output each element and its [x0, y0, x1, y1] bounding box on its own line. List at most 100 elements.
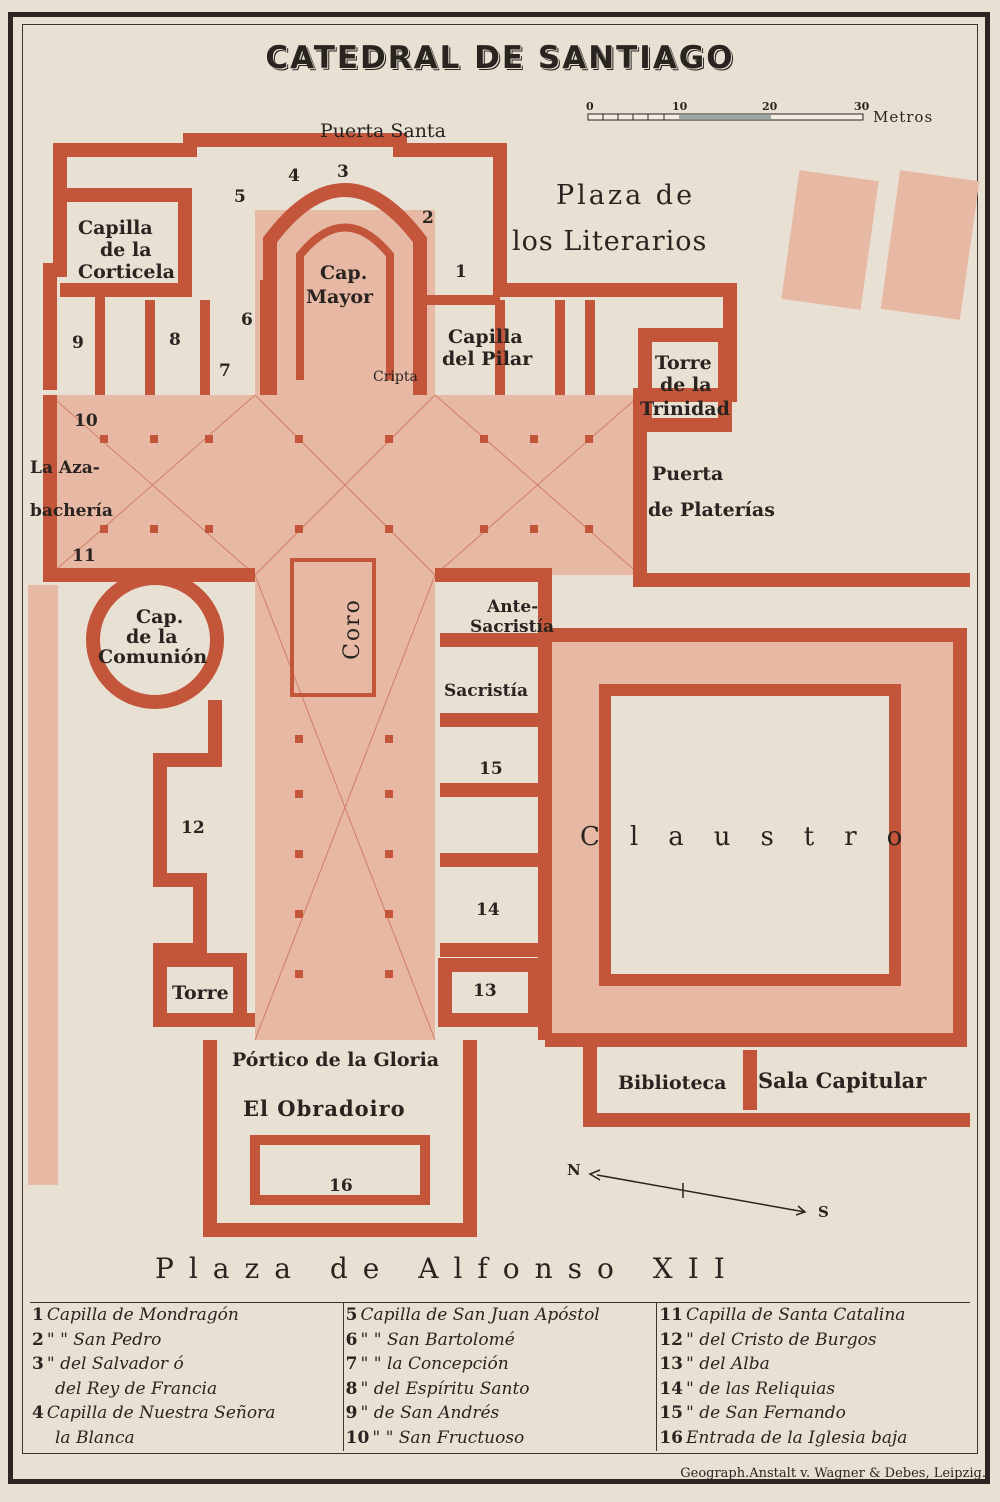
stair-16 — [250, 1135, 430, 1205]
legend-item: 2" " San Pedro — [32, 1329, 162, 1350]
east-plaza-hatch-2 — [880, 170, 980, 320]
label-antesacristia: Sacristía — [470, 617, 554, 637]
label-puerta-santa: Puerta Santa — [320, 120, 446, 142]
legend-item: 8" del Espíritu Santo — [345, 1378, 530, 1399]
chapel-number: 4 — [288, 166, 300, 186]
chapel-number: 1 — [455, 262, 467, 282]
chapel-number: 16 — [329, 1176, 353, 1196]
chapel-divisions — [95, 280, 595, 395]
label-trinidad: Trinidad — [640, 398, 730, 420]
chapel-number: 10 — [74, 411, 98, 431]
chapel-number: 3 — [337, 162, 349, 182]
west-hatch — [28, 585, 58, 1185]
corticela-wall — [60, 188, 192, 297]
chapel-number: 11 — [72, 546, 96, 566]
legend-item: 13" del Alba — [659, 1354, 770, 1374]
legend-item: 9" de San Andrés — [345, 1403, 500, 1423]
label-azabacheria: La Aza- — [30, 458, 100, 478]
sacristy-walls — [440, 633, 545, 957]
label-cripta: Cripta — [373, 369, 418, 385]
legend-item: 12" del Cristo de Burgos — [659, 1329, 877, 1350]
legend-item: la Blanca — [55, 1427, 135, 1448]
library-wall — [583, 1040, 970, 1127]
label-biblioteca: Biblioteca — [618, 1072, 727, 1094]
label-comunion: de la — [126, 626, 178, 648]
label-comunion: Cap. — [136, 606, 184, 628]
label-trinidad: Torre — [655, 352, 712, 374]
room-13 — [438, 958, 542, 1027]
label-sacristia: Sacristía — [444, 681, 528, 701]
apse-arc — [263, 183, 427, 395]
label-coro: Coro — [339, 598, 365, 660]
north-chapels-wall — [43, 133, 970, 587]
label-cap-mayor: Mayor — [306, 286, 374, 308]
scale-bar — [587, 113, 864, 121]
chapel-number: 15 — [479, 759, 503, 779]
compass-south: S — [818, 1203, 829, 1221]
chapel-number: 14 — [476, 900, 500, 920]
cloister-outer — [545, 628, 967, 1047]
torre-room — [153, 953, 247, 1027]
chapel-number: 13 — [473, 981, 497, 1001]
label-corticela: Capilla — [78, 217, 153, 239]
label-corticela: de la — [100, 239, 152, 261]
scale-tick: 10 — [672, 100, 688, 113]
chapel-number: 7 — [219, 361, 231, 381]
label-corticela: Corticela — [78, 261, 175, 283]
chapel-number: 6 — [241, 310, 253, 330]
chapel-number: 9 — [72, 333, 84, 353]
label-sala-capitular: Sala Capitular — [758, 1068, 927, 1093]
portico-wall — [203, 1040, 477, 1237]
plaza-alfonso: Plaza de Alfonso XII — [155, 1252, 740, 1285]
legend-item: 6" " San Bartolomé — [345, 1329, 515, 1350]
label-claustro: Claustro — [580, 822, 933, 852]
nave-east-wall — [435, 568, 552, 1040]
legend-item: 14" de las Reliquias — [659, 1378, 836, 1399]
apse-vault — [255, 210, 435, 395]
outer-border — [8, 12, 990, 1484]
chapel-number: 12 — [181, 818, 205, 838]
label-antesacristia: Ante- — [487, 597, 539, 617]
publisher-credit: Geograph.Anstalt v. Wagner & Debes, Leip… — [680, 1466, 986, 1481]
chapel-number: 2 — [422, 208, 434, 228]
inner-border — [22, 24, 978, 1454]
legend-item: 3" del Salvador ó — [32, 1354, 184, 1374]
legend-item: 7" " la Concepción — [345, 1354, 509, 1374]
legend-item: del Rey de Francia — [55, 1378, 218, 1399]
map-title: CATEDRAL DE SANTIAGO — [265, 40, 735, 76]
label-pilar: Capilla — [448, 326, 523, 348]
label-trinidad: de la — [660, 374, 712, 396]
legend-item: 10" " San Fructuoso — [345, 1427, 525, 1448]
scale-tick: 20 — [762, 100, 778, 113]
scale-unit: Metros — [873, 108, 934, 126]
comunion-rotunda — [86, 571, 224, 709]
compass-north: N — [567, 1161, 581, 1179]
vault-ribs — [49, 394, 641, 1041]
label-cap-mayor: Cap. — [320, 262, 368, 284]
label-pilar: del Pilar — [442, 348, 533, 370]
cloister-court — [599, 684, 901, 986]
label-platerias: Puerta — [652, 463, 724, 485]
chapel-number: 5 — [234, 187, 246, 207]
chapel-number: 8 — [169, 330, 181, 350]
plaza-literarios-line1: Plaza de — [556, 180, 696, 211]
label-comunion: Comunión — [98, 646, 208, 668]
piers — [100, 435, 593, 978]
coro-enclosure — [290, 558, 376, 697]
cap-mayor-arc — [296, 223, 394, 380]
label-obradoiro: El Obradoiro — [243, 1096, 406, 1121]
trinidad-tower — [638, 328, 732, 432]
scale-tick: 30 — [854, 100, 870, 113]
scale-tick: 0 — [586, 100, 594, 113]
label-torre: Torre — [172, 982, 229, 1004]
